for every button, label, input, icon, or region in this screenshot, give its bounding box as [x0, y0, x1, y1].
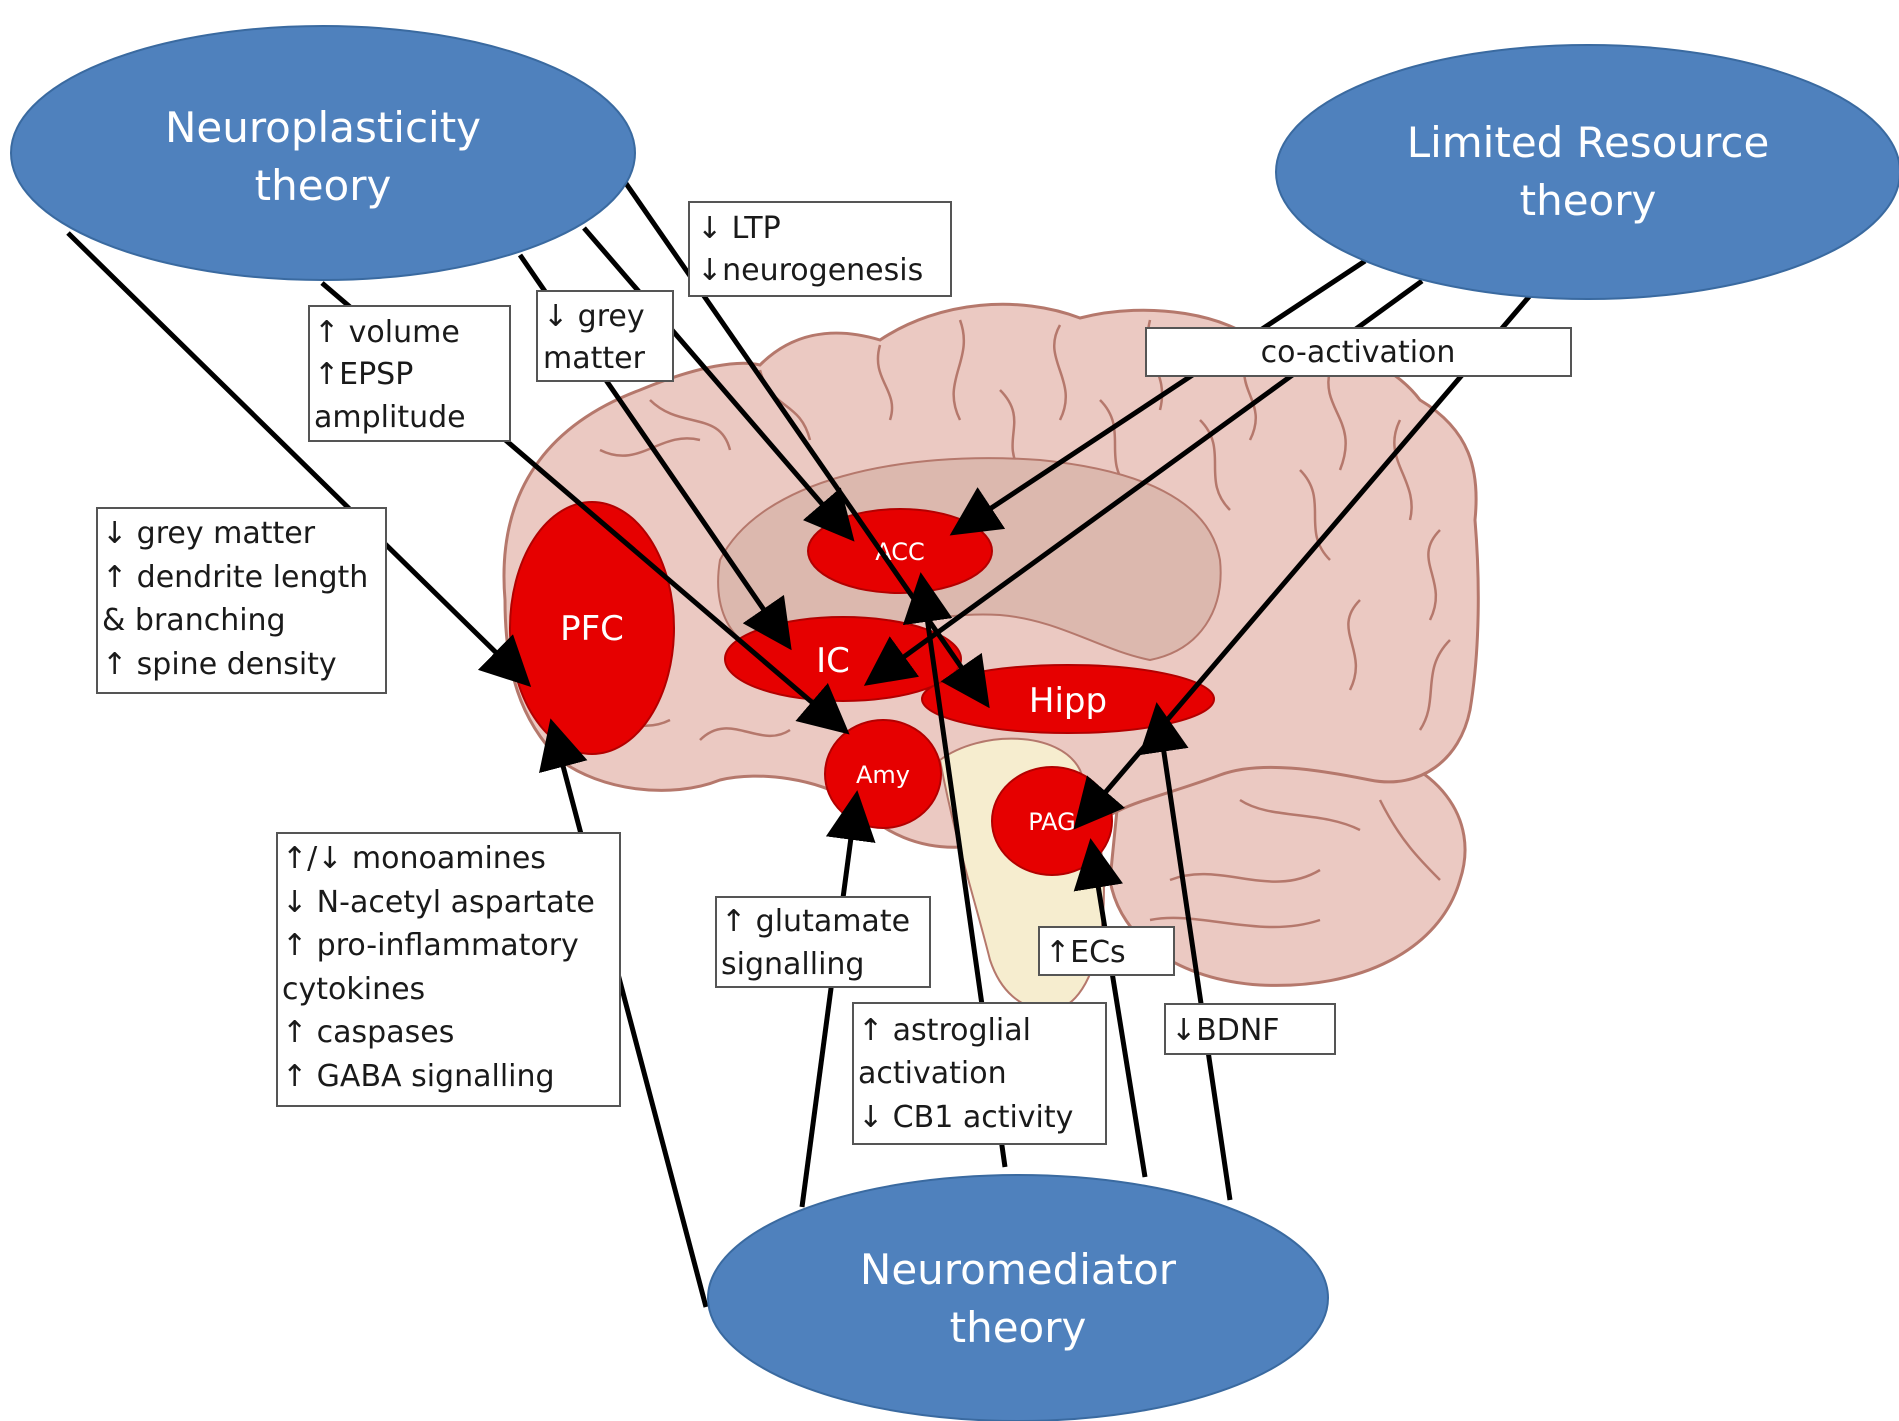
label-box-astroglial: ↑ astroglial activation ↓ CB1 activity [852, 1002, 1107, 1145]
label-box-coactivation-line1: co-activation [1261, 335, 1456, 370]
label-box-grey-matter-ic-line1: ↓ grey [543, 299, 645, 334]
label-box-astroglial-line1: ↑ astroglial [858, 1013, 1031, 1048]
label-box-monoamines-line1: ↑/↓ monoamines [282, 841, 546, 876]
label-box-ltp: ↓ LTP ↓neurogenesis [688, 201, 952, 297]
arrow-lr-to-acc [949, 258, 1367, 536]
label-box-pfc-changes-line2: ↑ dendrite length [102, 560, 368, 595]
label-box-pfc-changes-line1: ↓ grey matter [102, 516, 316, 551]
label-box-monoamines-line4: cytokines [282, 972, 425, 1007]
label-box-ecs: ↑ECs [1038, 926, 1175, 976]
label-box-monoamines-line3: ↑ pro-inflammatory [282, 928, 579, 963]
label-box-monoamines-line5: ↑ caspases [282, 1015, 454, 1050]
theory-limited-resource-line2: theory [1520, 176, 1657, 225]
region-label-hipp: Hipp [1029, 681, 1107, 721]
label-box-ecs-frame [1038, 926, 1175, 976]
label-box-grey-matter-ic-line2: matter [543, 341, 646, 376]
label-box-glutamate-line1: ↑ glutamate [721, 904, 910, 939]
label-box-astroglial-line3: ↓ CB1 activity [858, 1100, 1073, 1135]
label-box-volume-line2: ↑EPSP [314, 357, 413, 392]
connection-arrows [66, 180, 1535, 1308]
label-box-astroglial-line2: activation [858, 1056, 1007, 1091]
label-box-volume-line1: ↑ volume [314, 315, 460, 350]
arrow-np-to-pfc [66, 231, 532, 688]
label-box-pfc-changes-line3: & branching [102, 603, 286, 638]
region-label-pag: PAG [1028, 808, 1076, 836]
arrow-nm-to-amy [799, 790, 876, 1208]
theory-neuroplasticity: Neuroplasticity theory [10, 25, 636, 281]
theory-limited-resource-line1: Limited Resource [1407, 118, 1770, 167]
label-box-ltp-frame [688, 201, 952, 297]
arrow-nm-to-pag [1073, 838, 1148, 1178]
label-box-monoamines-line2: ↓ N-acetyl aspartate [282, 885, 595, 920]
theory-neuroplasticity-shape [10, 25, 636, 281]
theory-neuromediator: Neuromediator theory [707, 1174, 1329, 1421]
label-box-pfc-changes-line4: ↑ spine density [102, 647, 337, 682]
label-box-volume-frame [308, 305, 511, 442]
label-box-glutamate-frame [715, 896, 931, 988]
theory-neuromediator-shape [707, 1174, 1329, 1421]
label-box-bdnf-line1: ↓BDNF [1171, 1013, 1280, 1048]
arrow-nm-to-pfc [539, 718, 709, 1308]
theory-limited-resource-shape [1275, 44, 1899, 300]
label-box-monoamines-line6: ↑ GABA signalling [282, 1059, 555, 1094]
theory-neuroplasticity-line1: Neuroplasticity [165, 103, 481, 152]
label-box-ltp-line2: ↓neurogenesis [697, 253, 923, 288]
theory-neuromediator-line1: Neuromediator [860, 1245, 1177, 1294]
label-box-glutamate-line2: signalling [721, 947, 864, 982]
region-label-amy: Amy [856, 761, 910, 789]
label-box-astroglial-frame [852, 1002, 1107, 1145]
label-box-bdnf-frame [1164, 1003, 1336, 1055]
label-box-coactivation-frame [1145, 327, 1572, 377]
region-label-ic: IC [816, 641, 850, 681]
theory-limited-resource: Limited Resource theory [1275, 44, 1899, 300]
label-box-glutamate: ↑ glutamate signalling [715, 896, 931, 988]
theory-neuromediator-line2: theory [950, 1303, 1087, 1352]
label-box-ecs-line1: ↑ECs [1045, 935, 1126, 970]
region-label-pfc: PFC [560, 609, 624, 649]
label-box-ltp-line1: ↓ LTP [697, 211, 781, 246]
theory-neuroplasticity-line2: theory [255, 161, 392, 210]
label-box-pfc-changes: ↓ grey matter ↑ dendrite length & branch… [96, 507, 387, 694]
label-box-pfc-changes-frame [96, 507, 387, 694]
region-pfc [509, 501, 675, 755]
label-box-monoamines: ↑/↓ monoamines ↓ N-acetyl aspartate ↑ pr… [276, 832, 621, 1107]
label-box-volume-line3: amplitude [314, 400, 466, 435]
label-box-bdnf: ↓BDNF [1164, 1003, 1336, 1055]
arrow-np-to-acc [582, 226, 855, 542]
label-box-monoamines-frame [276, 832, 621, 1107]
arrow-nm-to-hipp [1139, 702, 1233, 1201]
label-box-grey-matter-ic: ↓ grey matter [536, 290, 674, 382]
label-box-grey-matter-ic-frame [536, 290, 674, 382]
label-box-volume: ↑ volume ↑EPSP amplitude [308, 305, 511, 442]
label-box-coactivation: co-activation [1145, 327, 1572, 377]
